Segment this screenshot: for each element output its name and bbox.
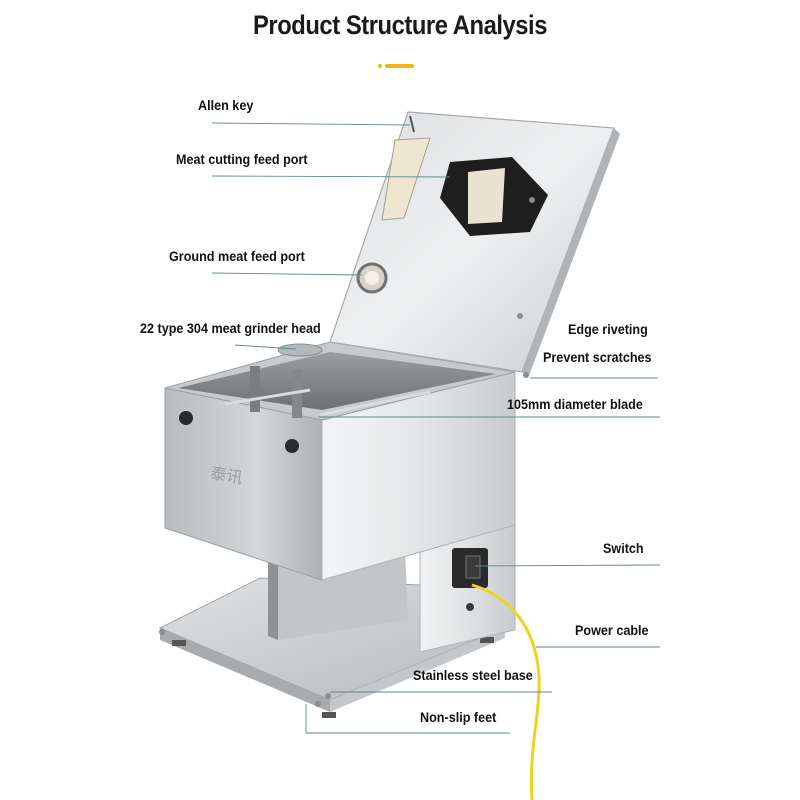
accent-dot [378, 64, 382, 68]
front-knob [285, 439, 299, 453]
base-rivet [159, 629, 165, 635]
label-power-cable: Power cable [575, 622, 649, 638]
leader-grinder-head [234, 344, 297, 350]
label-allen-key: Allen key [198, 97, 254, 113]
allen-key-holder [381, 137, 431, 221]
label-ground-meat-feed-port: Ground meat feed port [169, 248, 305, 264]
page-title: Product Structure Analysis [252, 10, 548, 40]
edge-rivet [517, 313, 523, 319]
non-slip-feet [172, 637, 494, 718]
leader-meat-cutting-feed-port [211, 175, 451, 178]
base-rivet [315, 701, 321, 707]
label-prevent-scratches: Prevent scratches [543, 349, 652, 365]
switch [452, 548, 488, 611]
label-switch: Switch [603, 540, 644, 556]
label-grinder-head: 22 type 304 meat grinder head [140, 320, 321, 336]
power-cable [471, 583, 541, 800]
label-blade: 105mm diameter blade [507, 396, 643, 412]
label-meat-cutting-feed-port: Meat cutting feed port [176, 151, 308, 167]
base-rivet [325, 693, 331, 699]
label-non-slip-feet: Non-slip feet [420, 709, 497, 725]
edge-rivet [523, 372, 529, 378]
accent-bar [385, 64, 414, 68]
grinder-head [277, 343, 323, 357]
machine-body [164, 341, 516, 581]
leader-lines [211, 122, 661, 734]
title-accent [378, 64, 414, 68]
inner-shaft [250, 366, 260, 412]
allen-key [409, 115, 415, 133]
inner-shaft [292, 370, 302, 418]
front-knob [179, 411, 193, 425]
lid [329, 111, 620, 378]
leader-switch [474, 564, 661, 567]
leader-allen-key [211, 122, 411, 126]
label-stainless-base: Stainless steel base [413, 667, 533, 683]
leader-ground-meat-feed-port [211, 272, 363, 276]
label-edge-riveting: Edge riveting [568, 321, 648, 337]
